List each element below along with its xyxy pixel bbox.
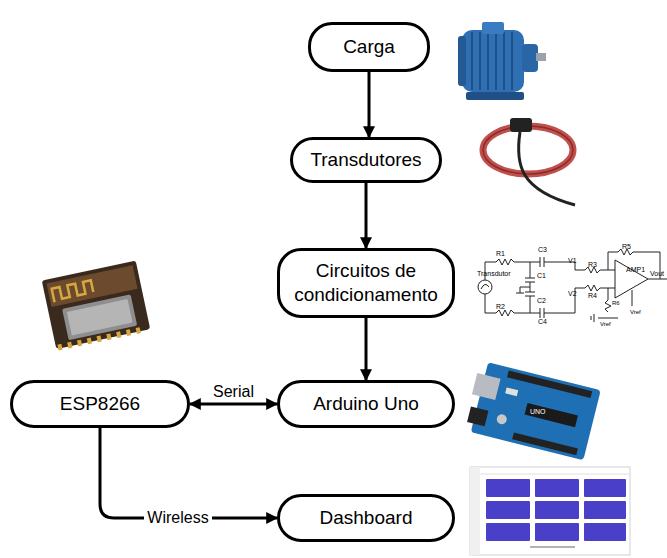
arduino-picture xyxy=(463,360,601,460)
conditioning-box: Circuitos de condicionamento xyxy=(277,248,455,318)
microcontroller-box: Arduino Uno xyxy=(277,380,455,428)
box-content: Dashboard xyxy=(320,506,413,530)
link-label: Wireless xyxy=(144,509,211,527)
box-label: Transdutores xyxy=(310,148,421,172)
part-label: R3 xyxy=(588,261,597,268)
transducer-box: Transdutores xyxy=(290,137,442,183)
part-label: Vref xyxy=(600,321,611,327)
part-label: R1 xyxy=(496,250,505,257)
load-box: Carga xyxy=(308,22,430,72)
box-label: Arduino Uno xyxy=(313,392,419,416)
part-label: R4 xyxy=(588,292,597,299)
box-content: Carga xyxy=(343,35,395,59)
part-label: R6 xyxy=(612,300,620,306)
part-label: C3 xyxy=(538,246,547,253)
box-label: Dashboard xyxy=(320,506,413,530)
part-label: R2 xyxy=(496,303,505,310)
dashboard-box: Dashboard xyxy=(277,494,455,542)
box-content: Circuitos de condicionamento xyxy=(294,259,438,307)
part-label: Vout xyxy=(650,270,664,277)
part-label: V1 xyxy=(568,257,577,264)
part-label: C1 xyxy=(537,272,546,279)
box-content: Transdutores xyxy=(310,148,421,172)
link-label: Serial xyxy=(210,383,257,401)
wireless-link xyxy=(100,428,277,518)
motor-picture xyxy=(458,22,546,100)
part-label: C2 xyxy=(537,297,546,304)
box-label: Circuitos de condicionamento xyxy=(294,259,438,307)
conditioning-circuit-schematic xyxy=(478,249,667,322)
current-probe-picture xyxy=(483,118,575,205)
wifi-module-picture xyxy=(42,261,151,351)
box-content: ESP8266 xyxy=(60,392,140,416)
dashboard-screenshot xyxy=(470,467,630,555)
part-label: V2 xyxy=(568,290,577,297)
flow-arrow xyxy=(368,72,371,137)
part-label: C4 xyxy=(538,318,547,325)
part-label: R5 xyxy=(622,243,631,250)
wifi-module-box: ESP8266 xyxy=(10,380,190,428)
part-label: Transdutor xyxy=(477,270,511,277)
serial-link xyxy=(190,403,277,406)
part-label: AMP1 xyxy=(626,266,645,273)
box-label: Carga xyxy=(343,35,395,59)
box-label: ESP8266 xyxy=(60,392,140,416)
flow-arrow xyxy=(365,183,368,248)
part-label: Vref xyxy=(630,309,641,315)
flow-arrow xyxy=(365,318,368,380)
box-content: Arduino Uno xyxy=(313,392,419,416)
part-label: UNO xyxy=(530,408,546,415)
